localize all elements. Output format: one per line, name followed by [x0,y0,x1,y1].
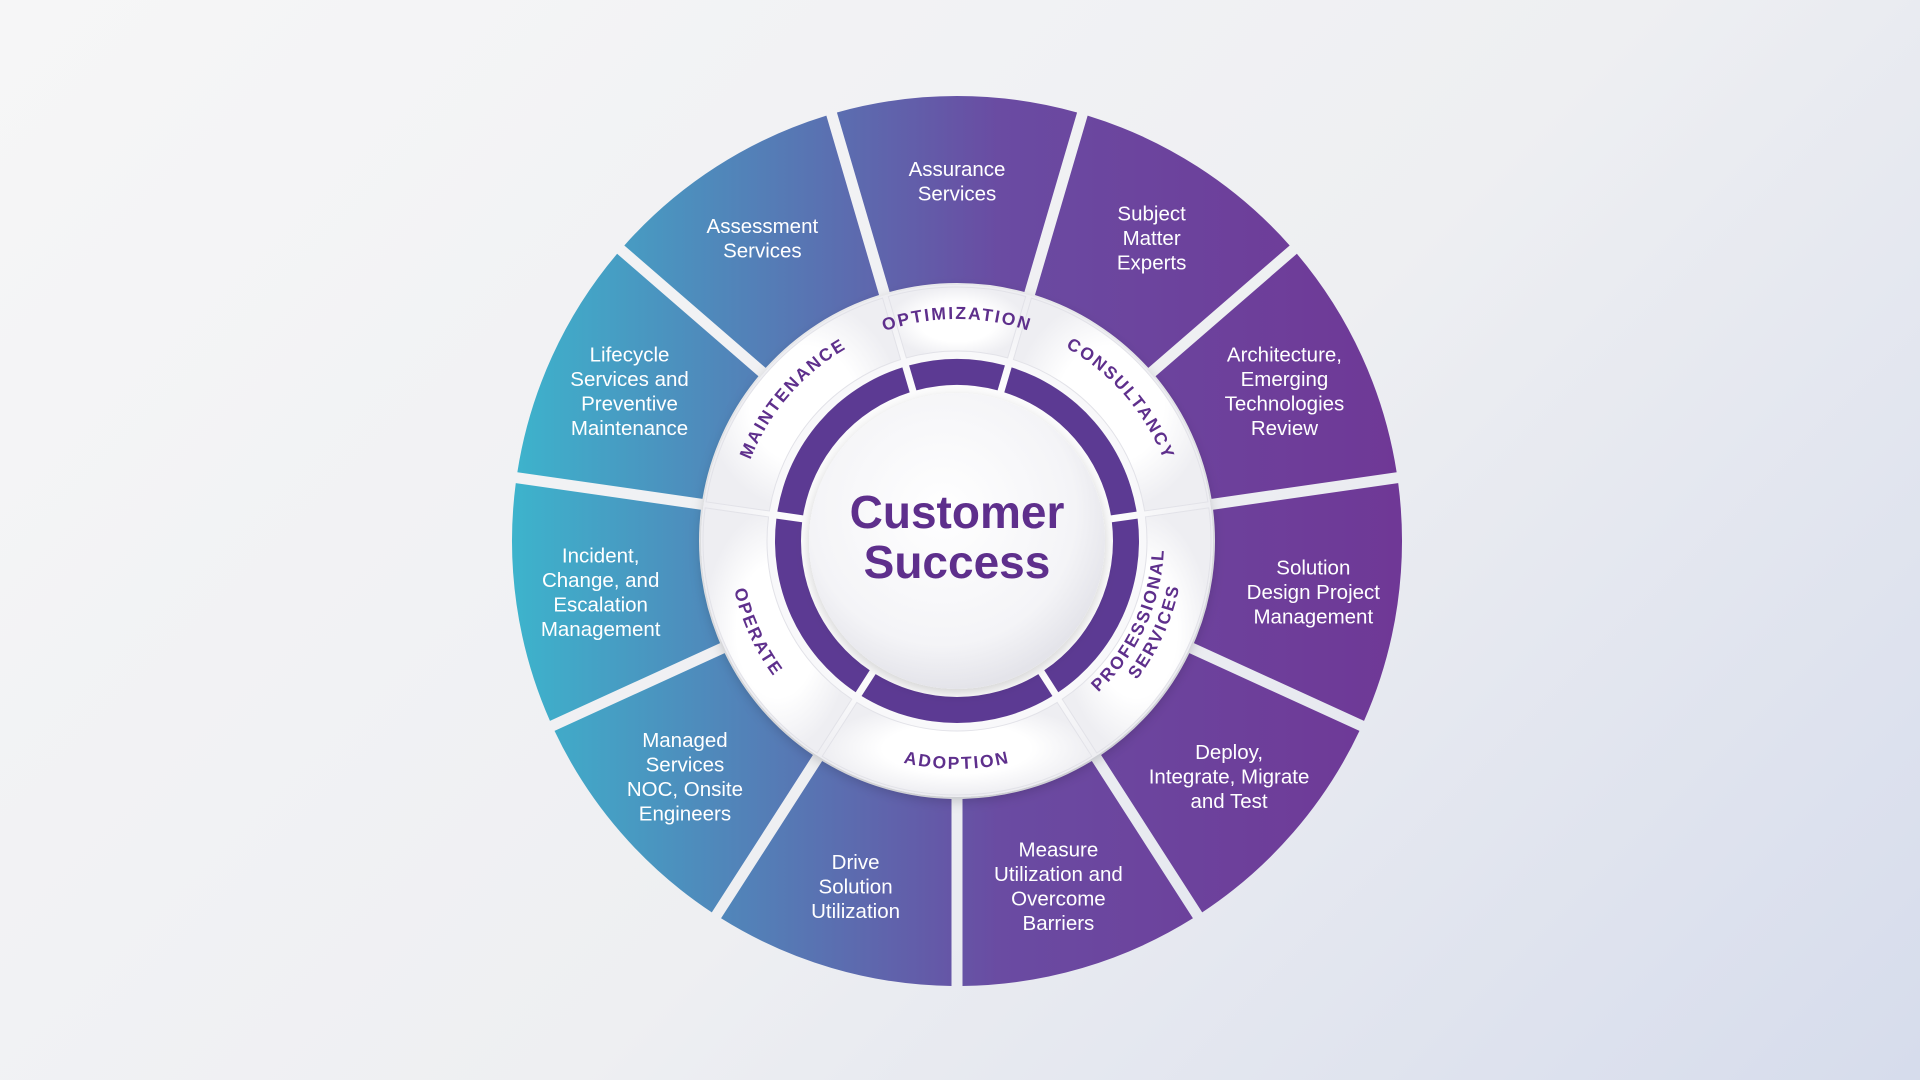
segment-label-line: Services and [570,368,689,391]
segment-label-line: Preventive [581,393,678,416]
inner-sector-adoption [861,674,1053,723]
segment-label-line: Escalation [553,593,648,616]
segment-label-line: Experts [1117,252,1187,275]
ring-sector-optimization [887,286,1027,359]
segment-label-line: and Test [1190,790,1267,813]
segment-deploy-integrate-migrate-and-test [1101,653,1360,913]
segment-measure-utilization-and-overcome-barriers [962,760,1193,986]
segment-label-line: Barriers [1023,912,1095,935]
center-disc: Customer Success [809,393,1105,689]
segment-label-line: Lifecycle [590,344,670,367]
segment-label-line: Emerging [1241,368,1329,391]
segment-assessment-services [624,115,880,368]
segment-assurance-services [836,96,1078,292]
segment-incident-change-and-escalation-management [512,483,721,721]
segment-label-line: Managed [642,729,727,752]
inner-sector-optimization [909,359,1005,391]
segment-label-line: Matter [1123,227,1181,250]
segment-label-line: NOC, Onsite [627,778,743,801]
segment-label-line: Technologies [1225,393,1345,416]
segment-label-line: Assurance [909,158,1006,181]
center-title-line2: Success [864,536,1051,588]
segment-label-line: Services [723,239,802,262]
inner-sector-operate [775,518,870,693]
segment-label-line: Measure [1019,839,1099,862]
segment-label-line: Services [918,182,997,205]
segment-label-line: Incident, [562,544,640,567]
ring-sector-adoption [821,701,1093,796]
inner-sector-maintenance [777,367,910,516]
center-circle [809,393,1105,689]
segment-label-line: Management [541,618,661,641]
segment-label-line: Maintenance [571,417,688,440]
segment-label-line: Review [1251,417,1318,440]
segment-label-line: Utilization and [994,863,1123,886]
segment-label-line: Engineers [639,802,731,825]
segment-label-line: Services [646,753,725,776]
inner-sector-professional-services [1044,518,1140,693]
segment-label-line: Assessment [707,215,819,238]
segment-lifecycle-services-and-preventive-maintenance [517,253,759,499]
ring-sector-consultancy [1012,297,1209,512]
ring-sector-operate [702,507,853,754]
ring-sector-professional-services [1061,507,1212,754]
segment-label-line: Integrate, Migrate [1149,766,1310,789]
segment-label-line: Architecture, [1227,344,1342,367]
segment-label-line: Solution [819,875,893,898]
segment-label-line: Solution [1276,557,1350,580]
segment-drive-solution-utilization [721,760,952,986]
inner-sector-consultancy [1004,367,1137,516]
ring-sector-maintenance [705,297,902,512]
segment-label-line: Utilization [811,900,900,923]
segment-label-line: Overcome [1011,888,1106,911]
segment-label-line: Change, and [542,569,659,592]
segment-label-line: Design Project [1247,581,1381,604]
inner-band [775,359,1140,723]
segment-label-line: Deploy, [1195,741,1263,764]
segment-label-line: Drive [832,851,880,874]
segment-architecture-emerging-technologies-review [1155,253,1397,499]
segment-label-line: Subject [1117,203,1186,226]
segment-subject-matter-experts [1034,115,1290,368]
center-title-line1: Customer [850,486,1065,538]
segment-managed-services-noc-onsite-engineers [554,653,813,913]
segment-label-line: Management [1253,606,1373,629]
segment-solution-design-project-management [1193,483,1402,721]
